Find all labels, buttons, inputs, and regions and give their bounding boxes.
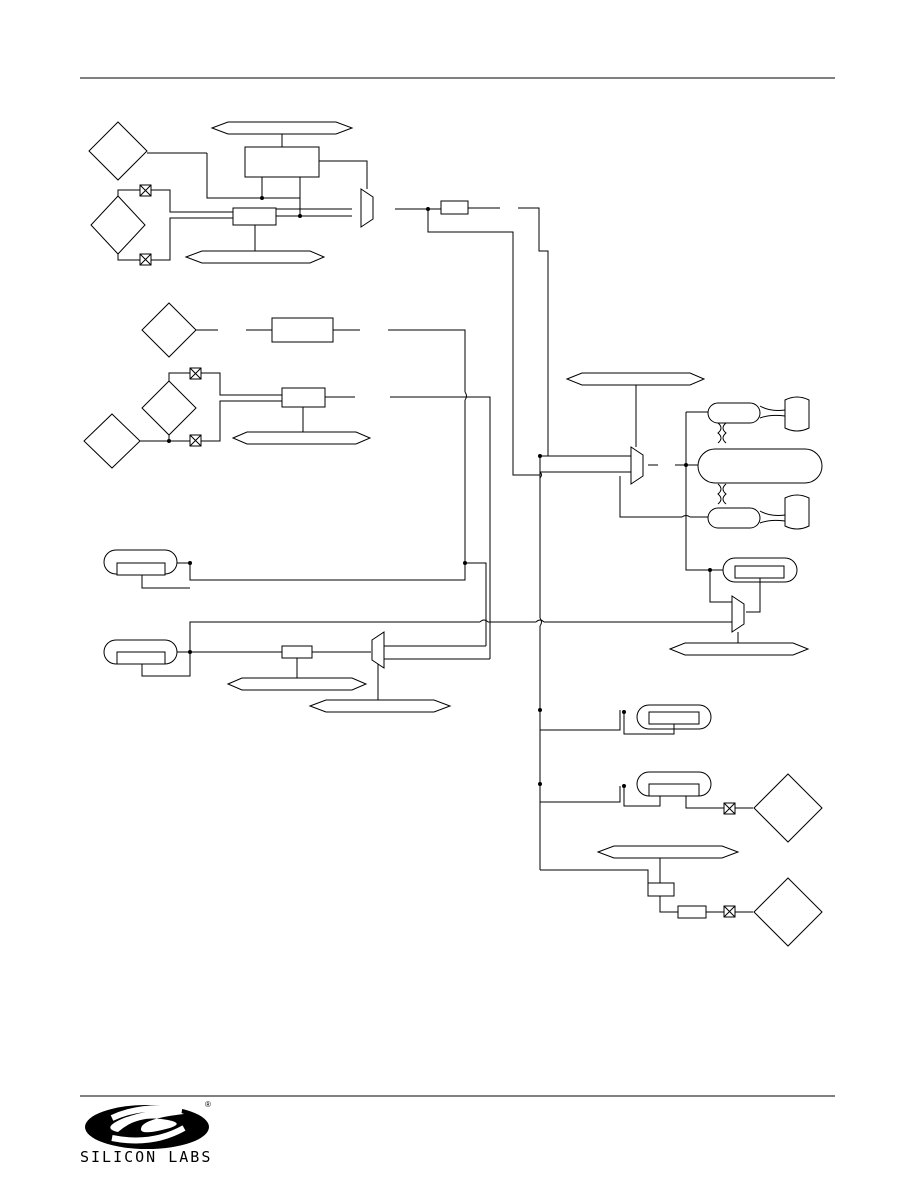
- registered-mark: ®: [205, 1100, 211, 1109]
- diamond-top-2: [90, 195, 146, 255]
- block-lower-wide: [677, 905, 707, 919]
- mux-top: [360, 188, 374, 228]
- block-mid-2: [281, 387, 326, 408]
- block-bottom-left: [281, 645, 313, 659]
- bus-mid-1: [231, 431, 372, 445]
- block-top-small: [232, 207, 277, 226]
- bus-right-bottom: [668, 642, 810, 656]
- bus-right-top: [565, 372, 706, 386]
- mux-left-bottom: [371, 631, 385, 669]
- diamond-mid-3: [83, 413, 141, 469]
- bus-left-bottom-2: [308, 699, 452, 713]
- block-lower-small: [647, 882, 675, 897]
- diamond-lower-1: [753, 773, 823, 843]
- storage-cylinder-1: [784, 396, 810, 432]
- diamond-mid-1: [141, 302, 197, 358]
- bus-top-2: [184, 250, 326, 264]
- bus-left-bottom-1: [226, 677, 368, 691]
- logo-text: SILICON LABS: [80, 1148, 213, 1166]
- mux-center: [630, 446, 644, 485]
- bus-top-1: [210, 121, 354, 135]
- pill-right-2: [707, 507, 761, 529]
- pill-right-big: [697, 448, 823, 484]
- pill-right-1: [707, 402, 761, 424]
- mux-right: [731, 595, 745, 633]
- bus-lower: [596, 845, 740, 859]
- block-mid-1: [271, 317, 334, 343]
- silicon-labs-logo: [85, 1105, 209, 1149]
- diamond-lower-2: [753, 877, 823, 947]
- block-top-right: [440, 200, 469, 215]
- storage-cylinder-2: [784, 494, 810, 530]
- diamond-top-1: [88, 121, 148, 181]
- block-top-main: [244, 146, 320, 178]
- diamond-mid-2: [141, 380, 197, 436]
